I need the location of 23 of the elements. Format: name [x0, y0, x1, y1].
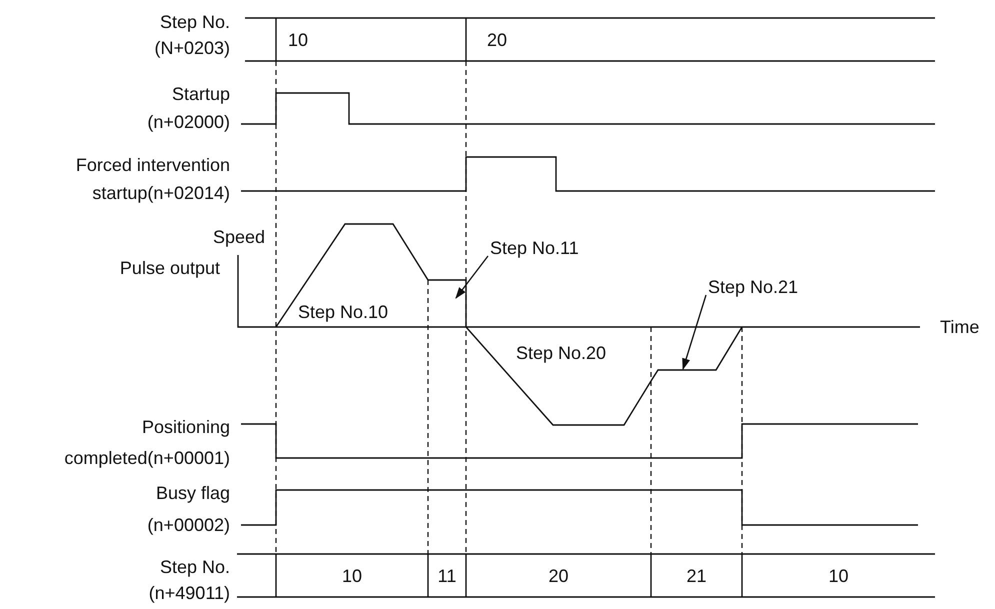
step-number: 10 [340, 565, 364, 588]
axis-label: Speed [212, 226, 265, 249]
signal-name: Step No. (n+49011) [148, 556, 230, 605]
callout-label: Step No.21 [708, 276, 798, 298]
callout-label: Step No.11 [490, 237, 579, 259]
signal-name: Busy flag (n+00002) [146, 482, 230, 537]
step-number: 20 [547, 565, 570, 588]
signal-name: Pulse output [118, 257, 220, 280]
step-label: Step No.10 [298, 301, 390, 324]
leader-arrow [682, 294, 707, 370]
signal-name: Startup (n+02000) [146, 83, 230, 134]
step-number: 11 [436, 565, 458, 588]
speed-profile-segment [650, 326, 743, 382]
step-number: 10 [827, 565, 850, 588]
leader-arrow [455, 256, 489, 299]
signal-name: Step No. (N+0203) [153, 11, 230, 60]
step-number: 20 [487, 29, 508, 52]
step-number: 21 [685, 565, 708, 588]
step-label: Step No.20 [516, 342, 608, 365]
step-number: 10 [288, 29, 310, 52]
axis-label: Time [940, 316, 980, 339]
signal-name: Forced intervention startup(n+02014) [74, 154, 230, 205]
signal-name: Positioning completed(n+00001) [63, 416, 230, 470]
